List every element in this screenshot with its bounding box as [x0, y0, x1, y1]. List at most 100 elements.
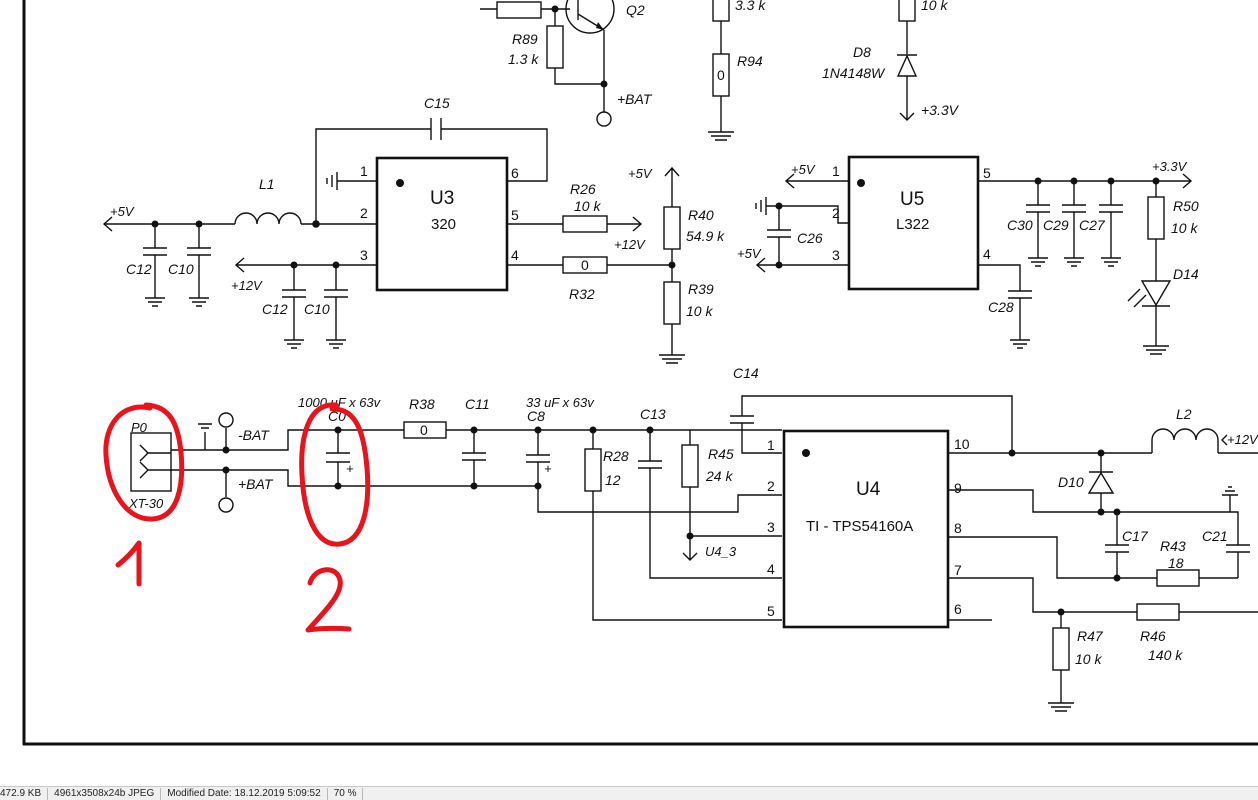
r-top2-value: 10 k: [921, 0, 948, 13]
r43-value: 18: [1168, 555, 1184, 571]
p12v-c-label: +12V: [1227, 432, 1258, 447]
p5v-b-label: +5V: [628, 166, 653, 181]
u4-3-label: U4_3: [705, 544, 737, 559]
q2-r89-section: Q2 R89 1.3 k +BAT: [480, 0, 653, 127]
d10-label: D10: [1058, 474, 1084, 490]
u3-value: 320: [431, 216, 456, 233]
c26-label: C26: [797, 230, 823, 246]
c11-label: C11: [465, 396, 490, 412]
r32-label: R32: [569, 286, 595, 302]
p33v-label: +3.3V: [1152, 159, 1188, 174]
r38-value: 0: [420, 422, 428, 438]
r94-label: R94: [737, 53, 763, 69]
c30-label: C30: [1007, 217, 1033, 233]
pbat-label: +BAT: [238, 476, 274, 492]
u5-pin5: 5: [983, 165, 991, 181]
u3-pin2: 2: [360, 205, 368, 221]
status-image-info: 4961x3508x24b JPEG: [48, 787, 162, 800]
r89-value: 1.3 k: [508, 51, 539, 67]
p12v-a-label: +12V: [231, 278, 263, 293]
u3-pin5: 5: [511, 207, 519, 223]
c21-label: C21: [1202, 528, 1228, 544]
p0-label: P0: [131, 420, 148, 435]
d8-label: D8: [853, 44, 871, 60]
u4-pin10: 10: [954, 436, 970, 452]
u5-pin1: 1: [832, 163, 840, 179]
u3-pin6: 6: [511, 165, 519, 181]
r45-value: 24 k: [705, 468, 733, 484]
u3-section: U3 320 1 2 3 4 5 6 C15 L1 +5V C12 C10 +1…: [102, 95, 725, 364]
u4-pin7: 7: [954, 562, 962, 578]
u3-pin4: 4: [511, 247, 519, 263]
r43-label: R43: [1160, 538, 1186, 554]
annotation-circle-1: [103, 402, 185, 522]
sheet-border: [22, 0, 1258, 746]
c8-plus: +: [544, 461, 552, 476]
u3-pin3: 3: [360, 247, 368, 263]
u5-section: U5 L322 1 2 3 4 5 +5V C26 +5V C28 C30 C2…: [737, 155, 1199, 355]
u4-section: P0 XT-30 -BAT +BAT + 1000 uF x 63v C0 R3…: [128, 365, 1258, 712]
r39-value: 10 k: [686, 303, 713, 319]
p5v-a-label: +5V: [110, 204, 135, 219]
r26-label: R26: [570, 181, 596, 197]
r94-value: 0: [717, 67, 725, 83]
u5-pin2: 2: [832, 205, 840, 221]
r46-label: R46: [1140, 628, 1166, 644]
r28-label: R28: [603, 448, 629, 464]
r46-value: 140 k: [1148, 647, 1183, 663]
u4-pin2: 2: [767, 478, 775, 494]
r40-label: R40: [688, 207, 714, 223]
r32-value: 0: [581, 257, 589, 273]
u4-pin9: 9: [954, 480, 962, 496]
p5v-c-label: +5V: [791, 162, 816, 177]
d8-section: 10 k D8 1N4148W +3.3V: [822, 0, 960, 121]
status-zoom[interactable]: 70 %: [328, 787, 364, 800]
r39-label: R39: [688, 281, 714, 297]
u4-value: TI - TPS54160A: [806, 518, 913, 535]
u4-pin4: 4: [767, 561, 775, 577]
c8-note: 33 uF x 63v: [526, 395, 595, 410]
c29-label: C29: [1043, 217, 1069, 233]
r47-value: 10 k: [1075, 651, 1102, 667]
status-modified-date: Modified Date: 18.12.2019 5:09:52: [161, 787, 328, 800]
c10b-label: C10: [304, 301, 330, 317]
annotation-number-1: 1: [115, 540, 142, 587]
p12v-b-label: +12V: [614, 237, 646, 252]
u5-value: L322: [896, 216, 929, 233]
bat-top-label: +BAT: [617, 91, 653, 107]
d8-value: 1N4148W: [822, 65, 886, 81]
r50-value: 10 k: [1171, 220, 1198, 236]
r50-label: R50: [1173, 198, 1199, 214]
status-bar: 472.9 KB 4961x3508x24b JPEG Modified Dat…: [0, 786, 1258, 800]
c12b-label: C12: [262, 301, 288, 317]
d8-rail-label: +3.3V: [921, 102, 960, 118]
u4-pin3: 3: [767, 519, 775, 535]
xt30-label: XT-30: [128, 496, 164, 511]
p5v-d-label: +5V: [737, 246, 762, 261]
u4-pin1: 1: [767, 437, 775, 453]
c0-plus: +: [346, 461, 354, 476]
u4-pin8: 8: [954, 520, 962, 536]
r47-label: R47: [1077, 628, 1104, 644]
u3-name: U3: [430, 188, 454, 209]
r89-label: R89: [512, 31, 538, 47]
annotation-circle-2: [299, 402, 371, 547]
c27-label: C27: [1079, 217, 1106, 233]
u4-pin6: 6: [954, 601, 962, 617]
r94-section: 3.3 k R94 0: [708, 0, 766, 141]
c10a-label: C10: [168, 261, 194, 277]
mbat-label: -BAT: [238, 427, 270, 443]
c13-label: C13: [640, 406, 666, 422]
d14-label: D14: [1173, 266, 1199, 282]
r28-value: 12: [605, 472, 621, 488]
annotation-number-2: 2: [305, 567, 352, 633]
status-file-size: 472.9 KB: [0, 787, 49, 800]
r45-label: R45: [708, 446, 734, 462]
c28-label: C28: [988, 299, 1014, 315]
c15-label: C15: [424, 95, 450, 111]
u5-pin3: 3: [832, 247, 840, 263]
q2-label: Q2: [626, 2, 645, 18]
u5-name: U5: [900, 189, 924, 210]
u3-pin1: 1: [360, 163, 368, 179]
